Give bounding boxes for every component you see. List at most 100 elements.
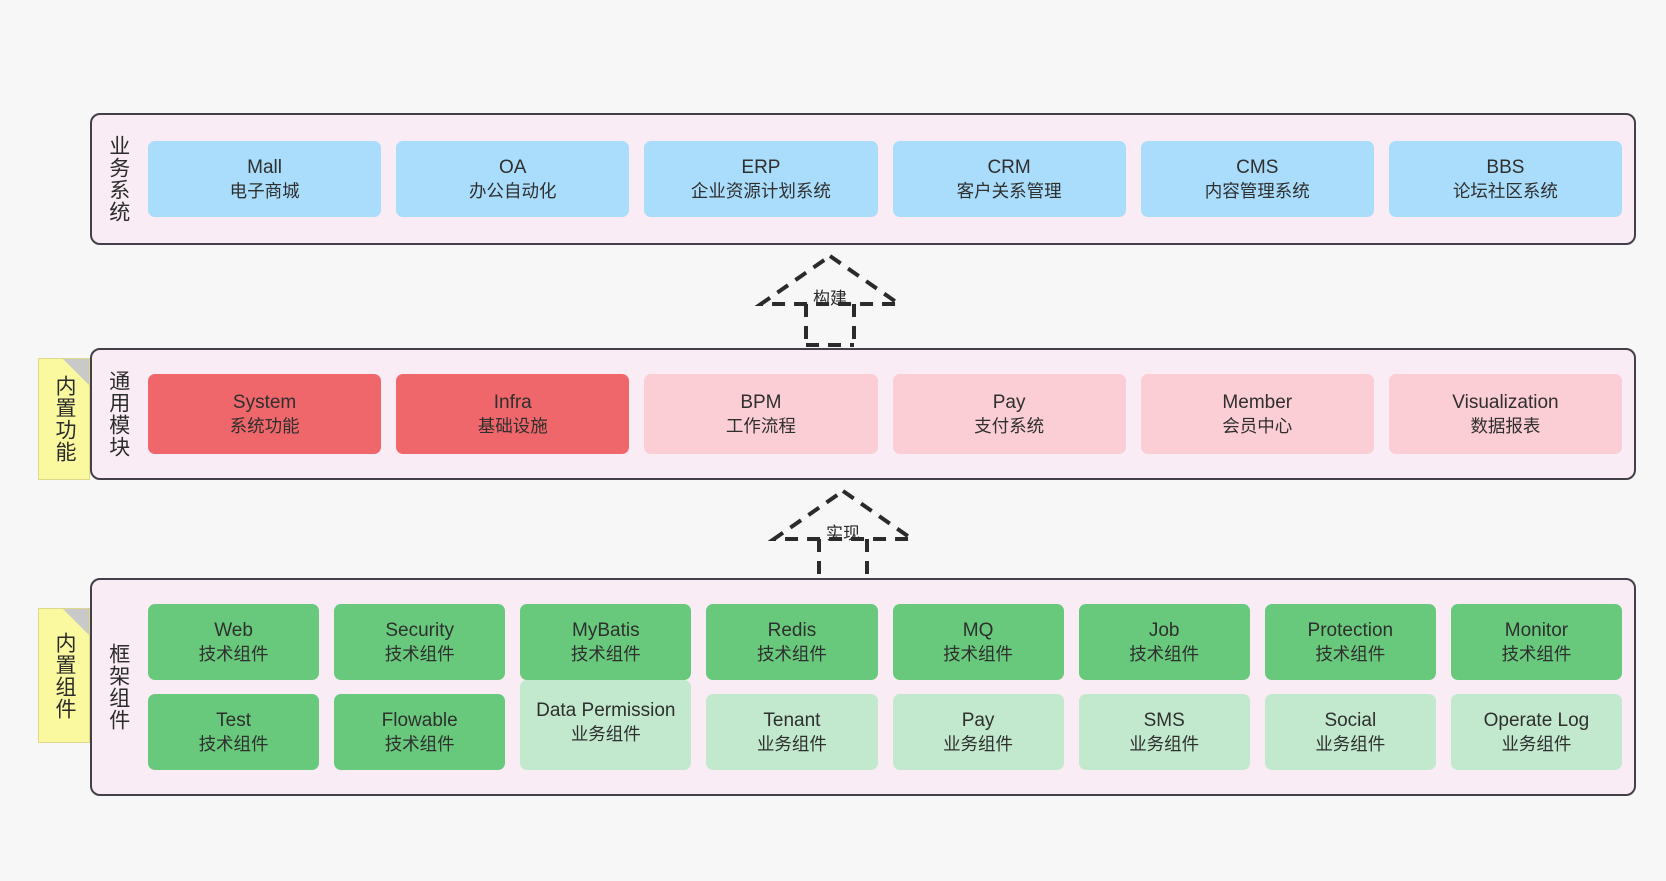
node-pay-component-subtitle: 业务组件 — [943, 733, 1014, 754]
build-arrow-stem — [804, 304, 856, 347]
implement-arrow-head — [767, 488, 919, 541]
node-sms-subtitle: 业务组件 — [1129, 733, 1200, 754]
implement-arrow-stem — [817, 539, 869, 582]
node-erp[interactable]: ERP 企业资源计划系统 — [644, 141, 878, 217]
note-builtin-feature: 内置功能 — [38, 358, 90, 480]
node-crm[interactable]: CRM 客户关系管理 — [892, 141, 1126, 217]
node-pay-module-subtitle: 支付系统 — [974, 415, 1045, 436]
node-redis-title: Redis — [767, 620, 817, 641]
build-arrow-head — [754, 253, 906, 306]
node-bbs[interactable]: BBS 论坛社区系统 — [1388, 141, 1623, 217]
node-web-title: Web — [214, 620, 253, 641]
node-member-subtitle: 会员中心 — [1222, 415, 1293, 436]
connector-implement-label: 实现 — [826, 524, 860, 543]
node-flowable[interactable]: Flowable 技术组件 — [334, 694, 506, 770]
node-security[interactable]: Security 技术组件 — [334, 604, 506, 680]
node-redis[interactable]: Redis 技术组件 — [706, 604, 878, 680]
node-web[interactable]: Web 技术组件 — [148, 604, 320, 680]
node-visualization-title: Visualization — [1452, 392, 1559, 413]
node-social[interactable]: Social 业务组件 — [1264, 694, 1436, 770]
layer-body-business-system: Mall 电子商城 OA 办公自动化 ERP 企业资源计划系统 CRM 客户关系… — [144, 115, 1634, 243]
node-job[interactable]: Job 技术组件 — [1078, 604, 1250, 680]
framework-node-row-2: Test 技术组件 Flowable 技术组件 Data Permission … — [148, 680, 1622, 770]
node-cms-title: CMS — [1236, 157, 1279, 178]
node-mall-title: Mall — [247, 157, 282, 178]
node-visualization[interactable]: Visualization 数据报表 — [1388, 374, 1623, 454]
node-monitor-subtitle: 技术组件 — [1501, 643, 1572, 664]
layer-title-common-module: 通用模块 — [106, 370, 130, 458]
node-member[interactable]: Member 会员中心 — [1140, 374, 1374, 454]
layer-common-module: 通用模块 System 系统功能 Infra 基础设施 BPM 工作流程 Pay… — [90, 348, 1636, 480]
node-infra-subtitle: 基础设施 — [477, 415, 548, 436]
layer-body-framework-component: Web 技术组件 Security 技术组件 MyBatis 技术组件 Redi… — [144, 580, 1634, 794]
node-mq-subtitle: 技术组件 — [943, 643, 1014, 664]
node-mq-title: MQ — [962, 620, 994, 641]
node-erp-title: ERP — [741, 157, 781, 178]
node-mybatis-subtitle: 技术组件 — [570, 643, 641, 664]
node-social-subtitle: 业务组件 — [1315, 733, 1386, 754]
node-crm-title: CRM — [987, 157, 1031, 178]
layer-title-business-system: 业务系统 — [106, 135, 130, 223]
layer-business-system: 业务系统 Mall 电子商城 OA 办公自动化 ERP 企业资源计划系统 CRM… — [90, 113, 1636, 245]
node-pay-component[interactable]: Pay 业务组件 — [892, 694, 1064, 770]
note-builtin-component: 内置组件 — [38, 608, 90, 743]
node-social-title: Social — [1324, 710, 1377, 731]
node-operate-log-title: Operate Log — [1483, 710, 1590, 731]
node-system[interactable]: System 系统功能 — [148, 374, 382, 454]
node-bpm[interactable]: BPM 工作流程 — [644, 374, 878, 454]
node-mall-subtitle: 电子商城 — [229, 180, 300, 201]
node-flowable-subtitle: 技术组件 — [384, 733, 455, 754]
node-sms-title: SMS — [1143, 710, 1185, 731]
node-mybatis[interactable]: MyBatis 技术组件 — [520, 604, 692, 680]
node-oa-title: OA — [499, 157, 527, 178]
node-data-permission-subtitle: 业务组件 — [570, 723, 641, 744]
node-job-subtitle: 技术组件 — [1129, 643, 1200, 664]
framework-node-row-1: Web 技术组件 Security 技术组件 MyBatis 技术组件 Redi… — [148, 604, 1622, 680]
node-bpm-subtitle: 工作流程 — [725, 415, 796, 436]
layer-title-framework-component: 框架组件 — [106, 643, 130, 731]
node-test[interactable]: Test 技术组件 — [148, 694, 320, 770]
node-test-title: Test — [216, 710, 251, 731]
node-tenant-title: Tenant — [763, 710, 821, 731]
node-oa[interactable]: OA 办公自动化 — [396, 141, 630, 217]
business-node-row: Mall 电子商城 OA 办公自动化 ERP 企业资源计划系统 CRM 客户关系… — [148, 141, 1623, 217]
connector-build: 构建 — [754, 252, 906, 347]
node-test-subtitle: 技术组件 — [198, 733, 269, 754]
node-erp-subtitle: 企业资源计划系统 — [690, 180, 831, 201]
node-protection-title: Protection — [1307, 620, 1394, 641]
node-pay-module-title: Pay — [992, 392, 1026, 413]
node-mq[interactable]: MQ 技术组件 — [892, 604, 1064, 680]
node-operate-log-subtitle: 业务组件 — [1501, 733, 1572, 754]
node-cms-subtitle: 内容管理系统 — [1204, 180, 1310, 201]
node-monitor[interactable]: Monitor 技术组件 — [1450, 604, 1622, 680]
node-pay-module[interactable]: Pay 支付系统 — [892, 374, 1126, 454]
node-pay-component-title: Pay — [961, 710, 995, 731]
node-infra[interactable]: Infra 基础设施 — [396, 374, 630, 454]
node-member-title: Member — [1222, 392, 1293, 413]
connector-implement: 实现 — [767, 487, 919, 582]
node-web-subtitle: 技术组件 — [198, 643, 269, 664]
note-builtin-feature-label: 内置功能 — [52, 375, 76, 463]
node-flowable-title: Flowable — [381, 710, 458, 731]
node-tenant[interactable]: Tenant 业务组件 — [706, 694, 878, 770]
module-node-row: System 系统功能 Infra 基础设施 BPM 工作流程 Pay 支付系统… — [148, 374, 1623, 454]
node-crm-subtitle: 客户关系管理 — [956, 180, 1062, 201]
node-monitor-title: Monitor — [1504, 620, 1569, 641]
node-visualization-subtitle: 数据报表 — [1470, 415, 1541, 436]
node-cms[interactable]: CMS 内容管理系统 — [1140, 141, 1374, 217]
node-tenant-subtitle: 业务组件 — [756, 733, 827, 754]
node-job-title: Job — [1148, 620, 1180, 641]
node-mall[interactable]: Mall 电子商城 — [148, 141, 382, 217]
node-system-title: System — [232, 392, 297, 413]
node-sms[interactable]: SMS 业务组件 — [1078, 694, 1250, 770]
node-redis-subtitle: 技术组件 — [756, 643, 827, 664]
node-oa-subtitle: 办公自动化 — [469, 180, 557, 201]
node-data-permission-title: Data Permission — [536, 700, 676, 721]
node-operate-log[interactable]: Operate Log 业务组件 — [1450, 694, 1622, 770]
node-mybatis-title: MyBatis — [572, 620, 640, 641]
node-data-permission[interactable]: Data Permission 业务组件 — [520, 680, 692, 770]
node-protection[interactable]: Protection 技术组件 — [1264, 604, 1436, 680]
node-system-subtitle: 系统功能 — [229, 415, 300, 436]
node-bbs-subtitle: 论坛社区系统 — [1452, 180, 1558, 201]
